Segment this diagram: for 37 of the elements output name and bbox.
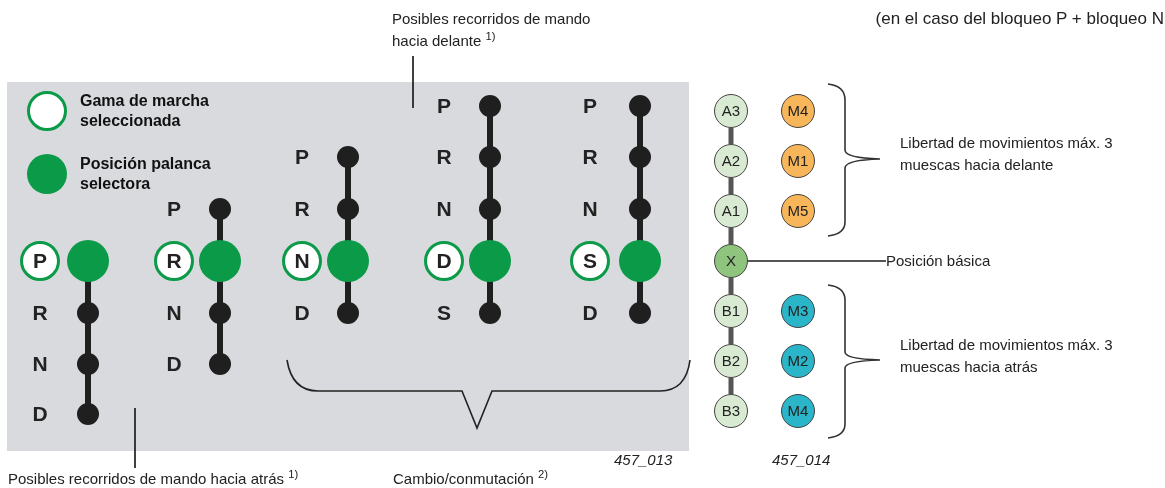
gear-letter: N [435, 196, 453, 222]
callout-text: Posibles recorridos de mando hacia atrás $^{1)}$ [8, 468, 390, 488]
gear-letter: D [165, 351, 183, 377]
gear-letter: R [31, 300, 49, 326]
gear-letter: N [165, 300, 183, 326]
callout-text: Posición básica [886, 250, 1036, 272]
gear-letter: D [293, 300, 311, 326]
gear-letter: P [166, 196, 182, 222]
gear-letter: P [294, 144, 310, 170]
text-label: Cambio/conmutación $^{2)}$ [393, 468, 550, 488]
connector-line [728, 278, 734, 294]
gear-letter: R [435, 144, 453, 170]
gear-letter: S [436, 300, 452, 326]
legend-label: Gama de marcha seleccionada [80, 91, 210, 131]
connector-line [728, 128, 734, 144]
connector-line [728, 378, 734, 394]
connector-line [728, 328, 734, 344]
gear-letter: P [436, 93, 452, 119]
connector-line [728, 228, 734, 244]
connector-line [747, 260, 887, 262]
legend-label: Posición palanca selectora [80, 154, 212, 194]
text-label: 457_014 [772, 450, 832, 470]
gear-letter: R [581, 144, 599, 170]
text-label: Libertad de movimientos máx. 3 muescas hacia delante [900, 133, 1114, 175]
gear-letter: N [31, 351, 49, 377]
callout-text: Posibles recorridos de mando hacia delante $^{1)}$ [392, 8, 592, 56]
gear-letter: R [293, 196, 311, 222]
text-label: 457_013 [614, 450, 674, 470]
text-label: Libertad de movimientos máx. 3 muescas hacia atrás [900, 335, 1114, 377]
gear-letter: P [582, 93, 598, 119]
text-label: (en el caso del bloqueo P + bloqueo N [874, 8, 1164, 30]
connector-line [728, 178, 734, 194]
leader-line [412, 55, 414, 109]
leader-line [134, 407, 136, 469]
gear-letter: D [581, 300, 599, 326]
gear-letter: D [31, 401, 49, 427]
gear-letter: N [581, 196, 599, 222]
